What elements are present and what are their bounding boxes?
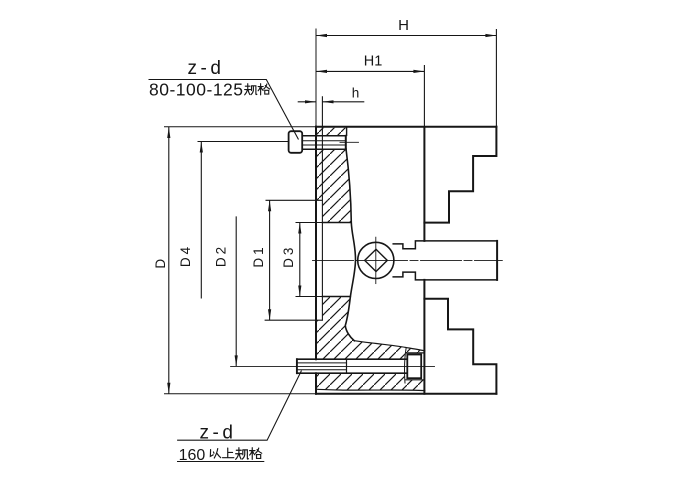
svg-text:H: H bbox=[398, 17, 409, 34]
svg-text:z-d: z-d bbox=[188, 58, 225, 79]
svg-text:h: h bbox=[352, 86, 360, 101]
svg-text:D3: D3 bbox=[281, 245, 296, 268]
svg-text:z-d: z-d bbox=[200, 423, 237, 444]
svg-text:D2: D2 bbox=[214, 244, 229, 267]
svg-text:80-100-125: 80-100-125 bbox=[149, 79, 244, 99]
svg-text:160: 160 bbox=[179, 447, 206, 464]
svg-text:D: D bbox=[153, 256, 168, 269]
svg-text:D4: D4 bbox=[178, 244, 193, 267]
svg-text:D1: D1 bbox=[251, 244, 266, 267]
svg-text:H1: H1 bbox=[364, 53, 383, 69]
